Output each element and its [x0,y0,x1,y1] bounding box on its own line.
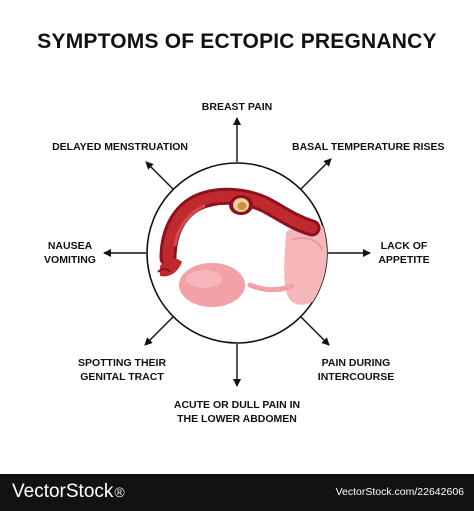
symptom-arrows [103,117,371,387]
registered-mark: ® [114,483,125,500]
symptom-spotting: SPOTTING THEIR GENITAL TRACT [77,357,167,383]
page-title: SYMPTOMS OF ECTOPIC PREGNANCY [37,30,437,53]
arrow-lower-left [144,316,174,346]
footer-bar: VectorStock® VectorStock.com/22642606 [0,474,474,511]
arrow-upper-right [300,158,332,190]
symptom-breast-pain: BREAST PAIN [201,101,273,113]
anatomy-diagram [103,117,371,387]
symptom-lack-of-appetite: LACK OF APPETITE [378,240,430,266]
symptom-nausea-vomiting: NAUSEA VOMITING [44,240,96,266]
brand-logo: VectorStock® [12,481,125,502]
fimbriae [160,258,182,277]
arrow-lower-right [300,316,330,346]
symptom-lower-abdomen-pain: ACUTE OR DULL PAIN IN THE LOWER ABDOMEN [173,399,301,425]
symptom-delayed-menstruation: DELAYED MENSTRUATION [52,141,188,153]
ovarian-ligament [247,282,295,293]
arrow-upper-left [145,161,174,190]
image-id-url: VectorStock.com/22642606 [335,486,464,498]
symptom-pain-during-intercourse: PAIN DURING INTERCOURSE [317,357,395,383]
reproductive-organs-illustration [157,187,327,307]
symptom-basal-temperature: BASAL TEMPERATURE RISES [292,141,445,153]
